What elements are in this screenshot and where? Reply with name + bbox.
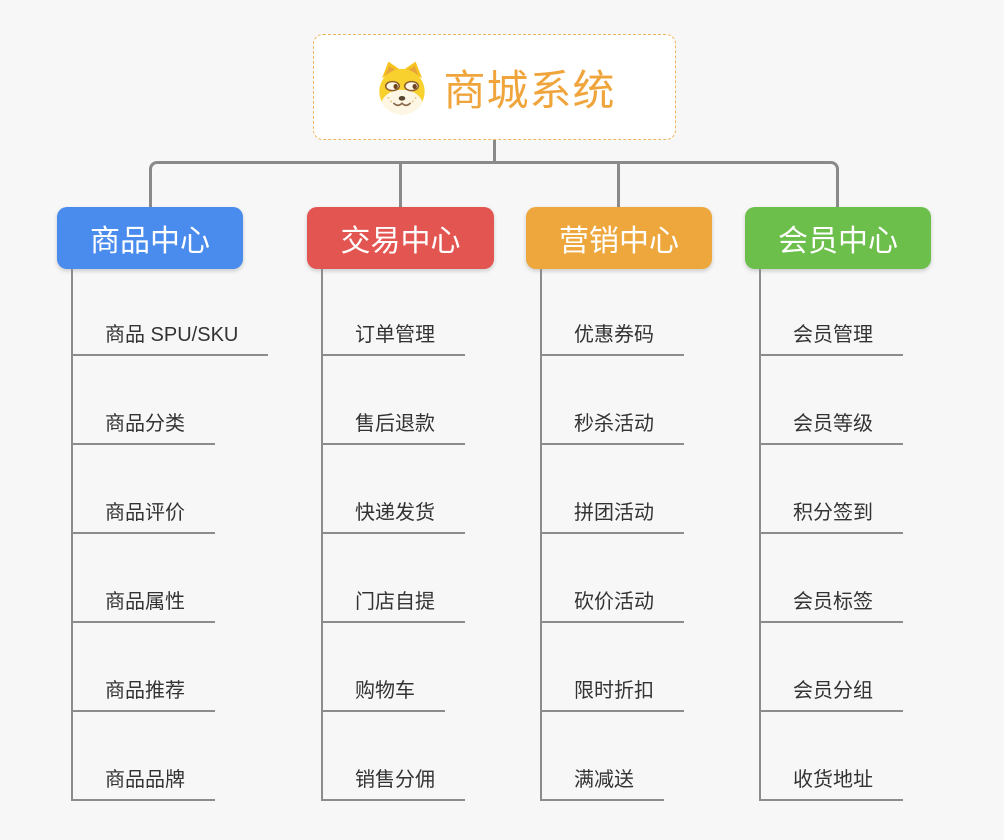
spine-marketing xyxy=(540,269,542,800)
connector-drop-marketing xyxy=(617,164,620,208)
leaf-topic[interactable]: 门店自提 xyxy=(321,577,465,623)
leaf-topic[interactable]: 收货地址 xyxy=(759,755,903,801)
leaf-topic[interactable]: 砍价活动 xyxy=(540,577,684,623)
leaf-topic[interactable]: 售后退款 xyxy=(321,399,465,445)
leaf-topic[interactable]: 商品推荐 xyxy=(71,666,215,712)
leaf-topic[interactable]: 会员分组 xyxy=(759,666,903,712)
leaf-topic[interactable]: 订单管理 xyxy=(321,310,465,356)
leaf-topic[interactable]: 限时折扣 xyxy=(540,666,684,712)
spine-trade xyxy=(321,269,323,800)
branch-node-member-center[interactable]: 会员中心 xyxy=(745,207,931,269)
root-title: 商城系统 xyxy=(443,66,616,114)
leaf-topic[interactable]: 积分签到 xyxy=(759,488,903,534)
leaf-topic[interactable]: 商品品牌 xyxy=(71,755,215,801)
leaf-topic[interactable]: 快递发货 xyxy=(321,488,465,534)
leaf-topic[interactable]: 优惠券码 xyxy=(540,310,684,356)
spine-member xyxy=(759,269,761,800)
leaf-topic[interactable]: 商品分类 xyxy=(71,399,215,445)
leaf-topic[interactable]: 商品评价 xyxy=(71,488,215,534)
branch-node-marketing-center[interactable]: 营销中心 xyxy=(526,207,712,269)
branch-node-product-center[interactable]: 商品中心 xyxy=(57,207,243,269)
root-connector-stub xyxy=(493,139,496,163)
branch-label: 交易中心 xyxy=(340,225,461,258)
branch-node-trade-center[interactable]: 交易中心 xyxy=(307,207,494,269)
branch-label: 营销中心 xyxy=(559,225,679,258)
leaf-topic[interactable]: 拼团活动 xyxy=(540,488,684,534)
leaf-topic[interactable]: 会员标签 xyxy=(759,577,903,623)
connector-drop-member xyxy=(836,172,839,208)
leaf-topic[interactable]: 商品 SPU/SKU xyxy=(71,310,269,356)
leaf-topic[interactable]: 销售分佣 xyxy=(321,755,465,801)
doge-icon xyxy=(379,61,426,115)
leaf-topic[interactable]: 商品属性 xyxy=(71,577,215,623)
leaf-topic[interactable]: 秒杀活动 xyxy=(540,399,684,445)
spine-product xyxy=(71,269,73,800)
leaf-topic[interactable]: 满减送 xyxy=(540,755,664,801)
leaf-topic[interactable]: 购物车 xyxy=(321,666,445,712)
branch-bus-line xyxy=(149,161,839,177)
branch-label: 会员中心 xyxy=(778,225,898,258)
leaf-topic[interactable]: 会员等级 xyxy=(759,399,903,445)
leaf-topic[interactable]: 会员管理 xyxy=(759,310,903,356)
branch-label: 商品中心 xyxy=(90,225,210,258)
connector-drop-product xyxy=(149,172,152,208)
connector-drop-trade xyxy=(399,164,402,208)
root-node[interactable]: 商城系统 xyxy=(313,34,676,140)
